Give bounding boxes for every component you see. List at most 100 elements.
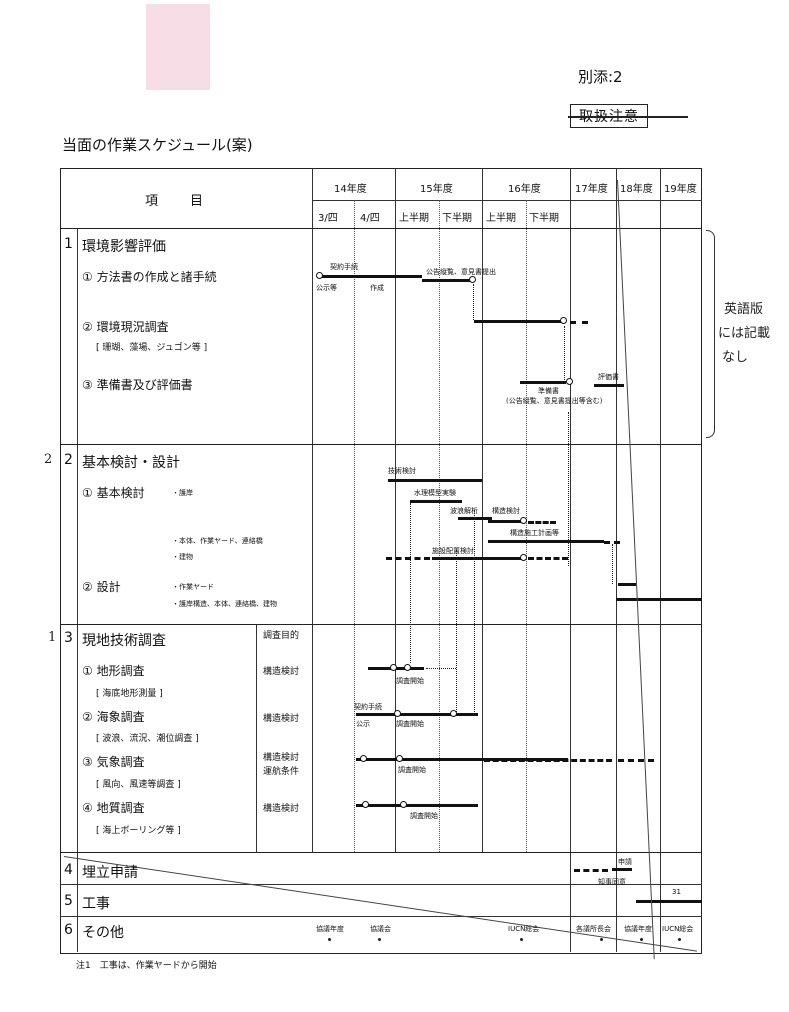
- s5-bar: [636, 900, 702, 903]
- contract-label: 契約手続: [330, 263, 358, 271]
- s1-2-dash: [570, 321, 588, 324]
- facility-milestone: [520, 554, 527, 561]
- s3-item-1-purpose: 構造検討: [263, 667, 300, 677]
- prep-label: 準備書: [538, 387, 559, 395]
- col-line-6: [526, 200, 527, 852]
- misc-dot-5: [640, 938, 643, 941]
- create-label: 作成: [370, 284, 384, 292]
- contract2-label: 契約手続: [354, 703, 382, 711]
- s3-item-3: ③ 気象調査: [82, 755, 145, 769]
- notice-label: 公告縦覧、意見書提出: [426, 268, 496, 276]
- s1-1-milestone-start: [316, 272, 323, 279]
- s3-4-milestone-a: [362, 801, 369, 808]
- col-line-7: [570, 168, 571, 952]
- tech-bar: [388, 479, 482, 482]
- handwritten-s3-mark: 1: [48, 630, 57, 645]
- year-18: 18年度: [620, 184, 653, 195]
- facility-dash-b: [528, 557, 568, 560]
- misc-4: 各議所長会: [576, 925, 611, 933]
- survey-start-4: 調査開始: [410, 812, 438, 820]
- s5-mark: 31: [672, 888, 681, 896]
- s1-item-2: ② 環境現況調査: [82, 320, 169, 334]
- side-note-line-3: なし: [722, 350, 749, 365]
- year-16: 16年度: [508, 184, 541, 195]
- s3-item-2-purpose: 構造検討: [263, 714, 300, 724]
- design-yard-bar: [618, 583, 636, 586]
- s3-item-4-sub: [ 海上ボーリング等 ]: [96, 826, 181, 836]
- year-19: 19年度: [664, 184, 697, 195]
- section-1-title: 環境影響評価: [82, 239, 166, 255]
- misc-6: IUCN総会: [662, 925, 694, 933]
- s2-item-5-sub: ・護岸構造、本体、連絡橋、建物: [172, 600, 277, 608]
- header-bottom-line: [60, 228, 702, 229]
- period-16-h1: 上半期: [486, 213, 516, 224]
- pink-stamp-area: [146, 4, 210, 90]
- survey-start-1: 調査開始: [396, 677, 424, 685]
- section-line-2: [60, 624, 702, 625]
- facility-bar: [432, 557, 522, 560]
- struct-bar: [488, 520, 524, 523]
- s1-3-bar-a: [520, 381, 566, 384]
- purpose-col-line: [256, 624, 257, 852]
- s1-1-bar-b: [422, 279, 474, 282]
- s2-arrow-wave: [474, 510, 475, 716]
- prep-note-label: (公告縦覧、意見書提出等含む): [506, 397, 603, 405]
- survey-start-3: 調査開始: [398, 766, 426, 774]
- section-2-number: 2: [64, 452, 73, 468]
- facility-label: 施設配置検討: [432, 547, 474, 555]
- hydraulic-label: 水理模型実験: [414, 489, 456, 497]
- page-title: 当面の作業スケジュール(案): [62, 136, 253, 154]
- s3-3-dash-b: [618, 759, 654, 762]
- evaluation-label: 評価書: [598, 373, 619, 381]
- s2-arrow-hydraulic: [410, 503, 411, 663]
- s3-1-milestone-a: [390, 664, 397, 671]
- s3-4-bar: [356, 804, 478, 807]
- s3-item-2-sub: [ 波浪、流況、潮位調査 ]: [96, 734, 199, 744]
- section-2-title: 基本検討・設計: [82, 455, 180, 471]
- s1-arrow-1: [473, 284, 474, 320]
- s3-1-milestone-b: [404, 664, 411, 671]
- col-line-3: [395, 168, 396, 852]
- side-note-bracket: [706, 230, 715, 438]
- misc-1: 協議年度: [316, 925, 344, 933]
- s2-item-2-sub: ・本体、作業ヤード、連絡橋: [172, 537, 263, 545]
- section-line-5: [60, 916, 702, 917]
- section-6-title: その他: [82, 925, 124, 941]
- s2-item-1-sub: ・護岸: [172, 489, 193, 497]
- s3-2-milestone-b: [450, 710, 457, 717]
- s3-item-3-sub: [ 風向、風速等調査 ]: [96, 780, 181, 790]
- public-label: 公示等: [316, 284, 337, 292]
- s3-item-1-sub: [ 海底地形測量 ]: [96, 689, 163, 699]
- col-line-5: [482, 168, 483, 852]
- handwritten-s2-mark: 2: [44, 452, 53, 467]
- s3-item-4: ④ 地質調査: [82, 801, 145, 815]
- struct-dash: [528, 521, 556, 524]
- s1-3-bar-b: [594, 384, 624, 387]
- s3-item-1: ① 地形調査: [82, 664, 145, 678]
- facility-dash-a: [386, 557, 430, 560]
- struct-label: 構造検討: [492, 507, 520, 515]
- wave-label: 波浪解析: [450, 507, 478, 515]
- s1-2-milestone: [560, 317, 567, 324]
- s1-item-1: ① 方法書の作成と諸手続: [82, 270, 217, 284]
- period-15-h2: 下半期: [442, 213, 472, 224]
- section-line-4: [60, 884, 702, 885]
- section-3-number: 3: [64, 630, 73, 646]
- side-note-line-2: には記載: [718, 326, 771, 341]
- s4-bar: [612, 868, 632, 871]
- s1-item-2-sub: [ 珊瑚、藻場、ジュゴン等 ]: [96, 343, 208, 353]
- handling-strike-line: [568, 116, 688, 118]
- s1-3-milestone: [566, 378, 573, 385]
- misc-dot-6: [678, 938, 681, 941]
- misc-dot-1: [328, 938, 331, 941]
- s4-dash: [574, 869, 608, 872]
- section-3-title: 現地技術調査: [82, 633, 166, 649]
- section-4-number: 4: [64, 862, 73, 878]
- s1-1-bar-a: [318, 275, 422, 278]
- public2-label: 公示: [356, 720, 370, 728]
- struct-method-dash: [604, 541, 620, 544]
- purpose-header: 調査目的: [263, 631, 300, 641]
- misc-dot-3: [520, 938, 523, 941]
- period-4q: 4/四: [360, 213, 380, 224]
- col-line-1: [312, 168, 313, 852]
